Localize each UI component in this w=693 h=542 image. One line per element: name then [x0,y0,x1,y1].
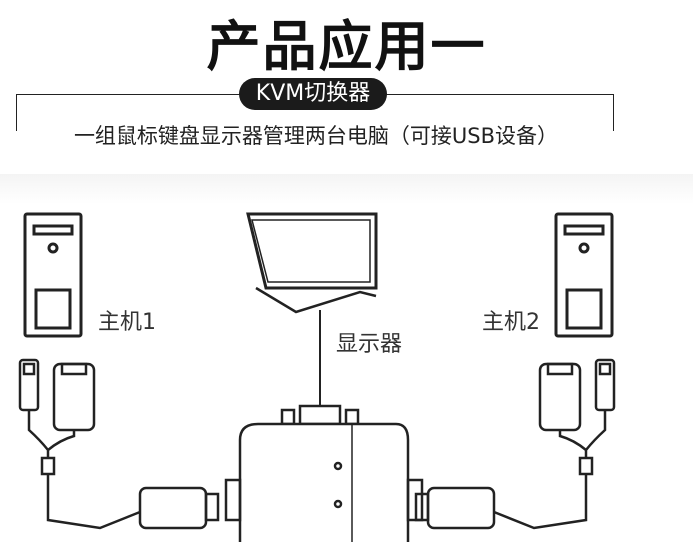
subtitle-text: 一组鼠标键盘显示器管理两台电脑（可接USB设备） [71,124,561,148]
monitor-label: 显示器 [336,332,403,357]
kvm-badge: KVM切换器 [239,78,387,110]
host2-label: 主机2 [482,310,540,335]
cable-left-icon [18,358,220,530]
host1-label: 主机1 [98,310,156,335]
page-title: 产品应用一 [206,15,487,78]
pc-tower-right-icon [554,212,614,338]
kvm-switch-icon [224,404,424,542]
cable-right-icon [414,358,616,530]
monitor-icon [246,212,378,410]
subtitle: 一组鼠标键盘显示器管理两台电脑（可接USB设备） [16,120,616,150]
pc-tower-left-icon [23,212,83,338]
